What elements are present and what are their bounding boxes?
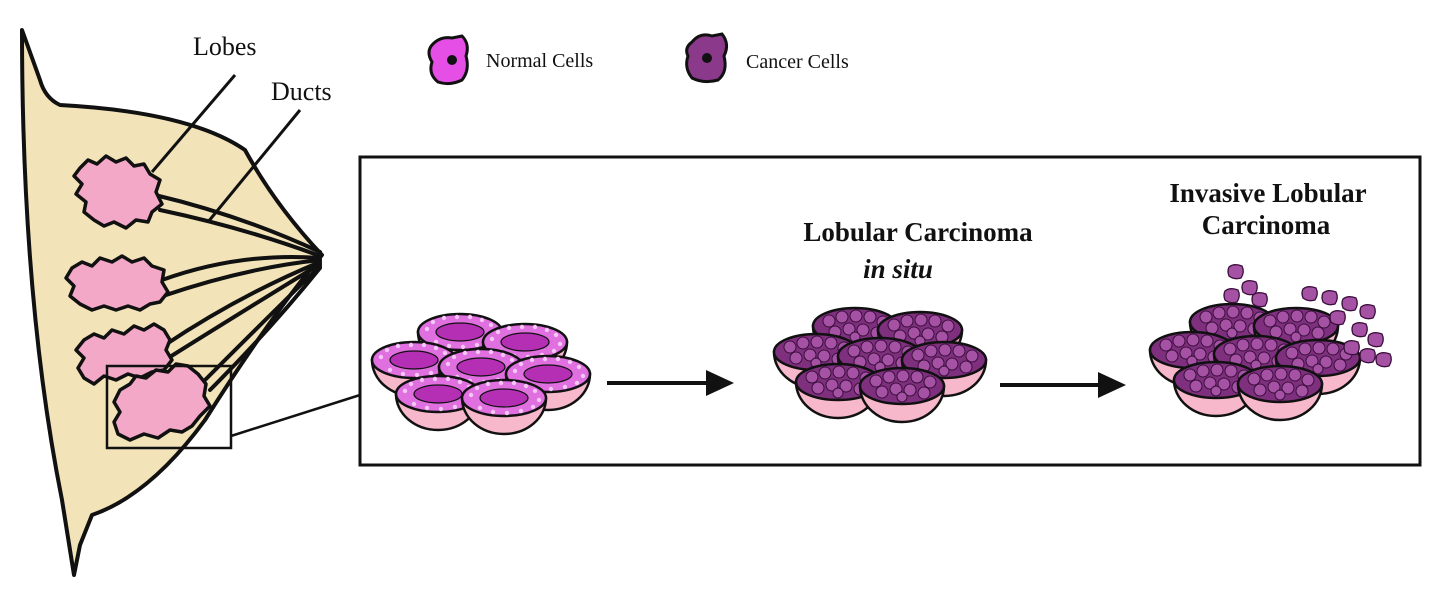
breast-outline (20, 28, 324, 577)
ducts-pointer (206, 109, 302, 223)
ducts-label: Ducts (271, 77, 332, 106)
ilc-subtitle: Carcinoma (1202, 210, 1331, 240)
lcis-subtitle: in situ (863, 254, 933, 284)
lobes-label: Lobes (193, 32, 257, 61)
normal-cell-legend-icon (427, 34, 469, 86)
progression-arrow-2 (1000, 372, 1126, 398)
lobe-1 (72, 154, 164, 230)
zoom-selection-box (105, 364, 233, 450)
legend: Normal Cells Cancer Cells (427, 32, 849, 86)
progression-arrow-1 (607, 370, 734, 396)
ilc-title: Invasive Lobular (1169, 178, 1366, 208)
progression-panel: Lobular Carcinoma in situ Invasive Lobul… (358, 155, 1422, 467)
normal-cells-label: Normal Cells (486, 50, 593, 72)
lobes-pointer (150, 74, 237, 173)
lobes (64, 154, 212, 442)
cancer-cells-label: Cancer Cells (746, 51, 849, 73)
cancer-cell-legend-icon (685, 32, 729, 84)
breast-anatomy: Lobes Ducts (20, 28, 361, 577)
lcis-title: Lobular Carcinoma (803, 217, 1033, 247)
lobe-4 (112, 362, 212, 442)
lobe-2 (64, 254, 170, 312)
zoom-connector-line (230, 393, 361, 438)
